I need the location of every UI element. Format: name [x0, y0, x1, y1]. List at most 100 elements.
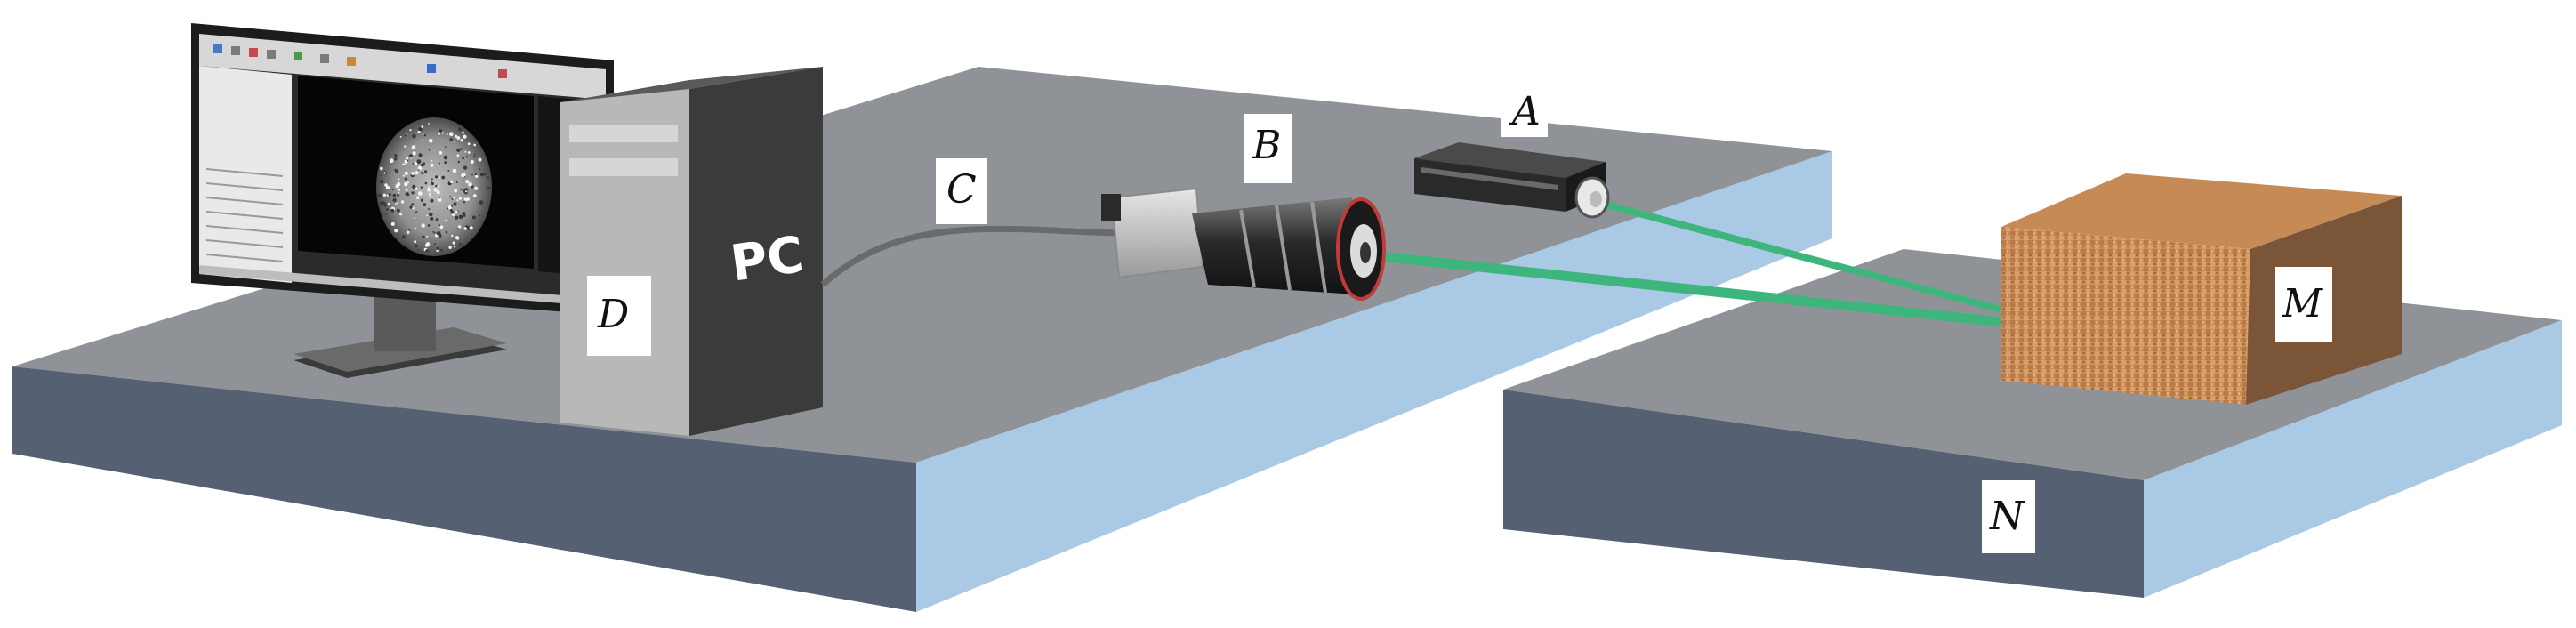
- speckle-dot: [428, 149, 431, 151]
- speckle-dot: [428, 208, 431, 211]
- speckle-dot: [430, 198, 434, 203]
- speckle-dot: [407, 193, 410, 197]
- speckle-dot: [395, 203, 397, 205]
- speckle-pattern-image: [376, 117, 492, 256]
- left-table-top: [12, 67, 1832, 463]
- speckle-dot: [452, 168, 457, 173]
- speckle-dot: [395, 169, 398, 173]
- speckle-dot: [420, 198, 423, 202]
- speckle-dot: [411, 145, 416, 149]
- speckle-dot: [430, 163, 434, 167]
- speckle-dot: [421, 125, 424, 129]
- speckle-dot: [380, 166, 383, 171]
- speckle-dot: [454, 141, 456, 143]
- speckle-dot: [435, 184, 438, 188]
- speckle-dot: [422, 140, 424, 141]
- speckle-dot: [456, 154, 460, 157]
- app-toolbar: [199, 34, 606, 100]
- speckle-dot: [390, 208, 395, 213]
- speckle-dot: [453, 246, 456, 248]
- speckle-dot: [472, 194, 477, 198]
- speckle-dot: [408, 229, 411, 231]
- speckle-dot: [416, 159, 422, 165]
- speckle-dot: [435, 218, 439, 221]
- label-n: N: [1982, 480, 2035, 553]
- speckle-dot: [460, 139, 463, 142]
- speckle-dot: [382, 193, 387, 197]
- speckle-dot: [420, 186, 423, 189]
- speckle-dot: [423, 133, 426, 137]
- speckle-dot: [420, 163, 424, 167]
- speckle-dot: [465, 180, 470, 184]
- speckle-dot: [473, 155, 476, 157]
- speckle-dot: [445, 146, 447, 149]
- speckle-dot: [467, 151, 471, 154]
- label-n-text: N: [1989, 494, 2025, 539]
- speckle-dot: [406, 157, 408, 160]
- speckle-dot: [431, 181, 432, 183]
- speckle-dot: [474, 153, 476, 156]
- speckle-dot: [460, 148, 463, 150]
- label-c: C: [936, 158, 987, 224]
- speckle-dot: [457, 160, 460, 164]
- app-left-panel: [199, 66, 292, 283]
- label-b: B: [1244, 114, 1292, 183]
- speckle-dot: [421, 223, 425, 228]
- speckle-dot: [429, 195, 431, 197]
- speckle-dot: [462, 131, 464, 134]
- speckle-dot: [408, 154, 413, 158]
- speckle-dot: [409, 129, 412, 132]
- speckle-dot: [471, 185, 474, 189]
- speckle-dot: [475, 174, 479, 178]
- speckle-dot: [460, 189, 463, 191]
- speckle-dot: [414, 217, 415, 220]
- speckle-dot: [407, 230, 410, 234]
- speckle-dot: [462, 180, 464, 182]
- speckle-dot: [405, 134, 407, 137]
- speckle-dot: [430, 216, 434, 221]
- speckle-dot: [479, 214, 481, 217]
- speckle-dot: [439, 176, 441, 179]
- speckle-dot: [452, 241, 455, 245]
- speckle-dot: [463, 227, 467, 230]
- speckle-dot: [471, 173, 473, 176]
- speckle-dot: [456, 148, 461, 152]
- speckle-dot: [398, 210, 400, 213]
- speckle-dot: [412, 133, 416, 139]
- speckle-dot: [462, 173, 466, 177]
- speckle-dot: [411, 203, 415, 206]
- speckle-dot: [462, 157, 464, 160]
- speckle-dot: [473, 143, 477, 147]
- speckle-dot: [459, 243, 462, 246]
- speckle-dot: [399, 213, 402, 216]
- speckle-dot: [429, 139, 433, 143]
- speckle-dot: [412, 151, 416, 156]
- speckle-dot: [404, 171, 408, 175]
- speckle-dot: [436, 246, 439, 250]
- speckle-dot: [456, 228, 459, 230]
- speckle-dot: [454, 134, 458, 138]
- speckle-dot: [453, 202, 457, 206]
- speckle-dot: [398, 178, 400, 181]
- speckle-dot: [438, 162, 440, 165]
- speckle-dot: [471, 215, 476, 220]
- label-d-box: [587, 276, 651, 356]
- speckle-dot: [433, 231, 436, 234]
- speckle-dot: [464, 190, 467, 193]
- speckle-dot: [448, 246, 452, 249]
- speckle-dot: [427, 224, 431, 227]
- speckle-dot: [414, 240, 417, 244]
- speckle-dot: [404, 177, 407, 181]
- speckle-dot: [380, 174, 382, 177]
- laser-source-icon: [1414, 142, 1610, 219]
- speckle-dot: [423, 203, 427, 207]
- camera-lens-barrel: [1192, 197, 1370, 295]
- speckle-dot: [436, 249, 439, 253]
- speckle-dot: [451, 197, 454, 200]
- app-statusbar: [199, 265, 606, 307]
- speckle-dot: [449, 132, 454, 136]
- speckle-dot: [420, 193, 423, 196]
- speckle-dot: [384, 183, 388, 187]
- speckle-dot: [390, 221, 395, 226]
- speckle-dot: [411, 191, 415, 195]
